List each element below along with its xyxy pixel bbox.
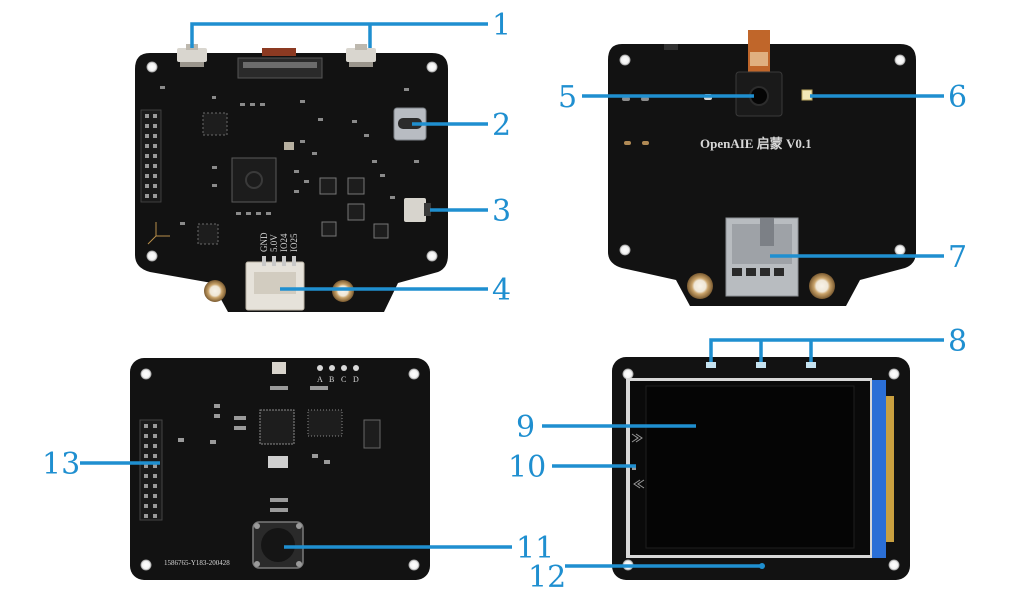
callout-number-6: 6 <box>948 80 967 115</box>
ic <box>319 177 337 195</box>
buzzer <box>252 521 304 569</box>
mount-hole <box>888 559 900 571</box>
mount-hole <box>888 368 900 380</box>
ic <box>197 223 219 245</box>
side-button <box>404 198 431 222</box>
grove-connector <box>245 256 305 311</box>
chip-logo <box>245 171 263 189</box>
ic <box>307 409 343 437</box>
callouts <box>80 22 944 568</box>
callout-number-2: 2 <box>492 108 511 143</box>
ic <box>373 223 389 239</box>
lcd-side-markings <box>631 433 645 489</box>
board-back-bottom: A B C D 1586765-Y183-200428 <box>130 358 430 580</box>
mount-hole <box>140 559 152 571</box>
pin-label-io24: IO24 <box>279 233 289 252</box>
pin-header-left <box>140 109 162 203</box>
callout-numbers: 1 2 3 4 5 6 7 8 9 10 11 12 13 <box>42 8 967 595</box>
mount-hole <box>146 250 158 262</box>
pads-row <box>317 365 359 371</box>
svg-text:A: A <box>317 375 323 384</box>
status-led <box>706 362 716 368</box>
lcd-screen <box>645 385 855 549</box>
callout-number-4: 4 <box>492 273 511 308</box>
mount-hole <box>622 368 634 380</box>
pin-label-5v: 5.0V <box>269 234 279 252</box>
pcb-outline <box>130 358 430 580</box>
crystal <box>268 456 288 468</box>
copper-mount-hole <box>809 273 835 299</box>
axis-marker <box>147 222 170 245</box>
mcu-chip <box>259 409 295 445</box>
callout-number-12: 12 <box>528 560 566 595</box>
board-silkscreen-title: OpenAIE 启蒙 V0.1 <box>700 136 812 151</box>
passive-components <box>160 86 419 225</box>
ic <box>321 221 337 237</box>
rear-passives <box>178 386 330 512</box>
pin-label-io25: IO25 <box>289 233 299 252</box>
board-serial-silkscreen: 1586765-Y183-200428 <box>164 559 230 567</box>
top-button-right <box>346 44 376 67</box>
svg-text:D: D <box>353 375 359 384</box>
mount-hole <box>894 54 906 66</box>
usb-c-port <box>393 107 427 141</box>
ic <box>284 142 294 150</box>
callout-number-8: 8 <box>948 324 967 359</box>
copper-mount-hole <box>332 280 354 302</box>
svg-text:C: C <box>341 375 346 384</box>
mount-hole <box>426 250 438 262</box>
fpc-contacts <box>243 62 317 68</box>
mount-hole <box>140 368 152 380</box>
mount-hole <box>894 244 906 256</box>
pcb-outline <box>608 44 916 306</box>
callout-number-3: 3 <box>492 194 511 229</box>
status-led <box>756 362 766 368</box>
callout-dot-12 <box>759 563 765 569</box>
camera-flex-label <box>750 52 768 66</box>
callout-number-7: 7 <box>948 240 967 275</box>
callout-number-1: 1 <box>492 8 511 43</box>
board-front-top: GND 5.0V IO24 IO25 <box>135 44 448 312</box>
mount-hole <box>619 54 631 66</box>
callout-number-11: 11 <box>516 531 554 566</box>
pin-header-rear <box>139 419 163 521</box>
mount-hole <box>619 244 631 256</box>
status-led <box>806 362 816 368</box>
mount-hole <box>408 559 420 571</box>
lcd-flex-contacts <box>886 396 894 542</box>
ic <box>347 177 365 195</box>
callout-number-5: 5 <box>558 80 577 115</box>
callout-line-1 <box>190 22 488 48</box>
ic <box>202 112 228 136</box>
callout-line-8 <box>709 338 944 362</box>
pin-label-gnd: GND <box>259 232 269 252</box>
fpc-tab <box>262 48 296 56</box>
mount-hole <box>408 368 420 380</box>
callout-number-9: 9 <box>516 410 535 445</box>
lcd-flex <box>872 380 886 558</box>
board-back-top: OpenAIE 启蒙 V0.1 <box>608 30 916 306</box>
callout-number-10: 10 <box>508 450 546 485</box>
pin-header-pins <box>145 114 157 198</box>
callout-number-13: 13 <box>42 447 80 482</box>
ic <box>347 203 365 221</box>
pin-header-rear-pins <box>144 424 157 518</box>
mount-hole <box>146 61 158 73</box>
svg-text:B: B <box>329 375 334 384</box>
copper-mount-hole <box>687 273 713 299</box>
pad-letters: A B C D <box>317 375 359 384</box>
ic <box>363 419 381 449</box>
main-chip <box>231 157 277 203</box>
mount-hole <box>426 61 438 73</box>
component <box>272 362 286 374</box>
copper-mount-hole <box>204 280 226 302</box>
board-lcd <box>612 357 910 580</box>
lcd-marker <box>632 466 636 470</box>
